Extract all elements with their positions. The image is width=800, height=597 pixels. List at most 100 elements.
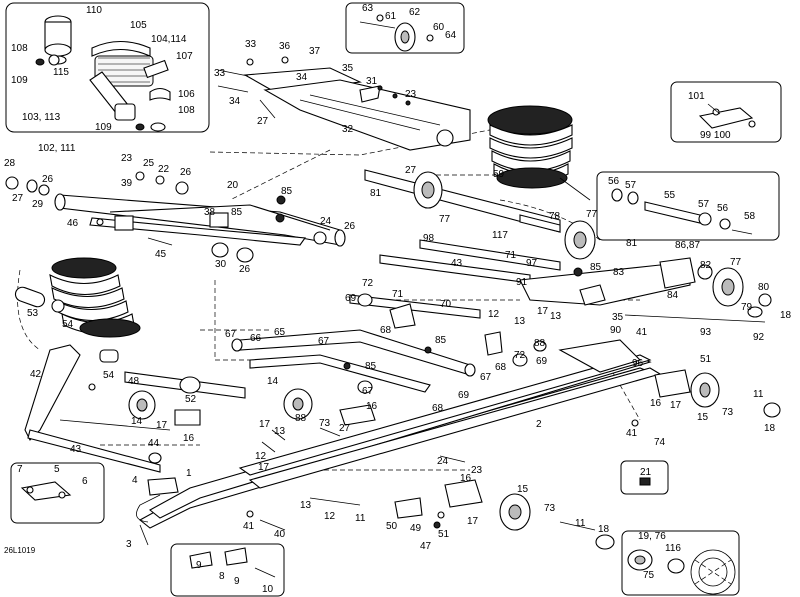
callout-32: 32 [342,124,354,135]
callout-82: 82 [700,260,712,271]
callout-49: 49 [410,523,422,534]
callout-68a: 68 [380,325,392,336]
callout-35: 35 [342,63,354,74]
callout-35b: 35 [612,312,624,323]
rear-spring [487,105,591,201]
callout-20: 20 [227,180,239,191]
callout-16b: 16 [366,401,378,412]
callout-67d: 67 [480,372,492,383]
callout-17f: 17 [467,516,479,527]
callout-54b: 54 [103,370,115,381]
callout-66: 66 [250,333,262,344]
callout-50: 50 [386,521,398,532]
shock-inset-box [5,2,210,133]
rear-shock-assembly [35,15,171,132]
callout-67a: 67 [225,329,237,340]
callout-63: 63 [362,3,374,14]
callout-74: 74 [654,437,666,448]
callout-31: 31 [366,76,378,87]
lower-front-shaft [88,349,246,464]
callout-24a: 24 [320,216,332,227]
callout-14a: 14 [131,416,143,427]
callout-39: 39 [121,178,133,189]
callout-3: 3 [126,539,132,550]
callout-38: 38 [204,207,216,218]
callout-75: 75 [643,570,655,581]
callout-64: 64 [445,30,457,41]
callout-11a: 11 [753,389,764,400]
callout-103-113: 103, 113 [22,112,61,123]
callout-13d: 13 [300,500,312,511]
callout-6: 6 [82,476,88,487]
callout-41b: 41 [626,428,638,439]
front-end-inset-box [10,462,105,524]
center-arm [231,329,476,426]
callout-88a: 88 [534,338,546,349]
callout-40: 40 [274,529,286,540]
callout-85d: 85 [435,335,447,346]
callout-88b: 88 [295,413,307,424]
callout-116: 116 [665,543,681,554]
callout-1: 1 [186,468,192,479]
callout-26c: 26 [344,221,356,232]
slide-rails [136,339,662,529]
callout-23a: 23 [405,89,417,100]
callout-27c: 27 [12,193,24,204]
callout-27a: 27 [257,116,269,127]
callout-69c: 69 [458,390,470,401]
callout-81b: 81 [626,238,638,249]
callout-71a: 71 [505,250,517,261]
callout-90: 90 [610,325,622,336]
callout-77c: 77 [730,257,742,268]
callout-26b: 26 [180,167,192,178]
callout-17e: 17 [258,462,270,473]
callout-28: 28 [4,158,16,169]
callout-27d: 27 [339,423,351,434]
front-spring [14,257,141,338]
callout-17c: 17 [670,400,682,411]
callout-69b: 69 [536,356,548,367]
callout-18b: 18 [764,423,776,434]
callout-37: 37 [309,46,321,57]
callout-16d: 16 [460,473,472,484]
callout-97: 97 [526,258,538,269]
callout-45: 45 [155,249,167,260]
front-arm-assembly [217,56,471,151]
callout-57b: 57 [698,199,710,210]
callout-33b: 33 [214,68,226,79]
callout-68c: 68 [432,403,444,414]
bolt-kit [189,547,276,578]
callout-27b: 27 [405,165,417,176]
callout-17a: 17 [537,306,549,317]
callout-85a: 85 [281,186,293,197]
callout-93: 93 [700,327,712,338]
callout-71b: 71 [392,289,404,300]
callout-10: 10 [262,584,274,595]
callout-61: 61 [385,11,397,22]
callout-51b: 51 [438,529,450,540]
callout-56a: 56 [608,176,620,187]
callout-110: 110 [86,5,102,16]
callout-68b: 68 [495,362,507,373]
callout-14b: 14 [267,376,279,387]
callout-11c: 11 [575,518,586,529]
callout-106: 106 [178,89,195,100]
callout-99-100: 99 100 [700,130,731,141]
wheel-detail [627,549,736,595]
callout-53: 53 [27,308,39,319]
callout-65: 65 [274,327,286,338]
callout-104-114: 104,114 [151,34,187,45]
callout-21: 21 [640,467,652,478]
callout-77b: 77 [586,209,598,220]
callout-81a: 81 [370,188,382,199]
mounting-bracket [698,103,756,129]
callout-18c: 18 [598,524,610,535]
callout-91: 91 [516,277,528,288]
callout-70: 70 [440,299,452,310]
callout-41c: 41 [243,521,255,532]
callout-117: 117 [492,230,508,241]
callout-29: 29 [32,199,44,210]
callout-79: 79 [741,302,753,313]
